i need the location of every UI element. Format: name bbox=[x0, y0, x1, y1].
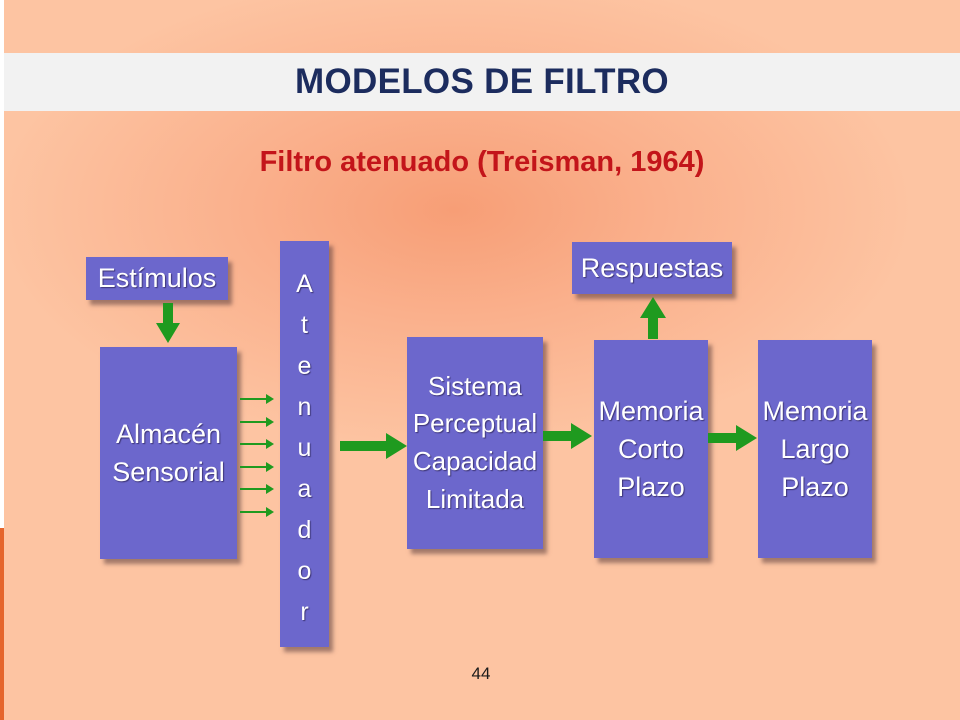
responses-label: Respuestas bbox=[580, 252, 724, 283]
channel-arrow bbox=[240, 462, 274, 472]
sensory-store-box: Almacén Sensorial bbox=[100, 347, 237, 559]
responses-box: Respuestas bbox=[572, 242, 732, 294]
short-term-memory-box: Memoria Corto Plazo bbox=[594, 340, 708, 558]
stimuli-label: Estímulos bbox=[97, 263, 217, 294]
title-band: MODELOS DE FILTRO bbox=[4, 53, 960, 111]
perception-to-stm-arrow bbox=[543, 423, 592, 449]
attenuator-box: A t e n u a d o r bbox=[280, 241, 329, 647]
left-accent-bar bbox=[0, 528, 4, 720]
channel-arrow bbox=[240, 484, 274, 494]
channel-arrow bbox=[240, 439, 274, 449]
long-term-memory-box: Memoria Largo Plazo bbox=[758, 340, 872, 558]
channel-arrow bbox=[240, 394, 274, 404]
channel-arrows bbox=[240, 394, 274, 517]
stimuli-to-store-arrow bbox=[156, 303, 180, 343]
stimuli-box: Estímulos bbox=[86, 257, 228, 300]
attenuator-to-perception-arrow bbox=[340, 433, 407, 459]
short-term-memory-label: Memoria Corto Plazo bbox=[598, 395, 704, 503]
slide-subtitle: Filtro atenuado (Treisman, 1964) bbox=[259, 146, 705, 178]
perceptual-system-label: Sistema Perceptual Capacidad Limitada bbox=[412, 370, 538, 514]
attenuator-label: A t e n u a d o r bbox=[296, 270, 313, 626]
sensory-store-label: Almacén Sensorial bbox=[112, 418, 225, 487]
stm-to-ltm-arrow bbox=[708, 425, 757, 451]
channel-arrow bbox=[240, 417, 274, 427]
perceptual-system-box: Sistema Perceptual Capacidad Limitada bbox=[407, 337, 543, 549]
stm-to-responses-arrow bbox=[640, 297, 666, 339]
long-term-memory-label: Memoria Largo Plazo bbox=[762, 395, 868, 503]
slide-title: MODELOS DE FILTRO bbox=[295, 62, 669, 101]
page-number: 44 bbox=[471, 664, 491, 683]
channel-arrow bbox=[240, 507, 274, 517]
